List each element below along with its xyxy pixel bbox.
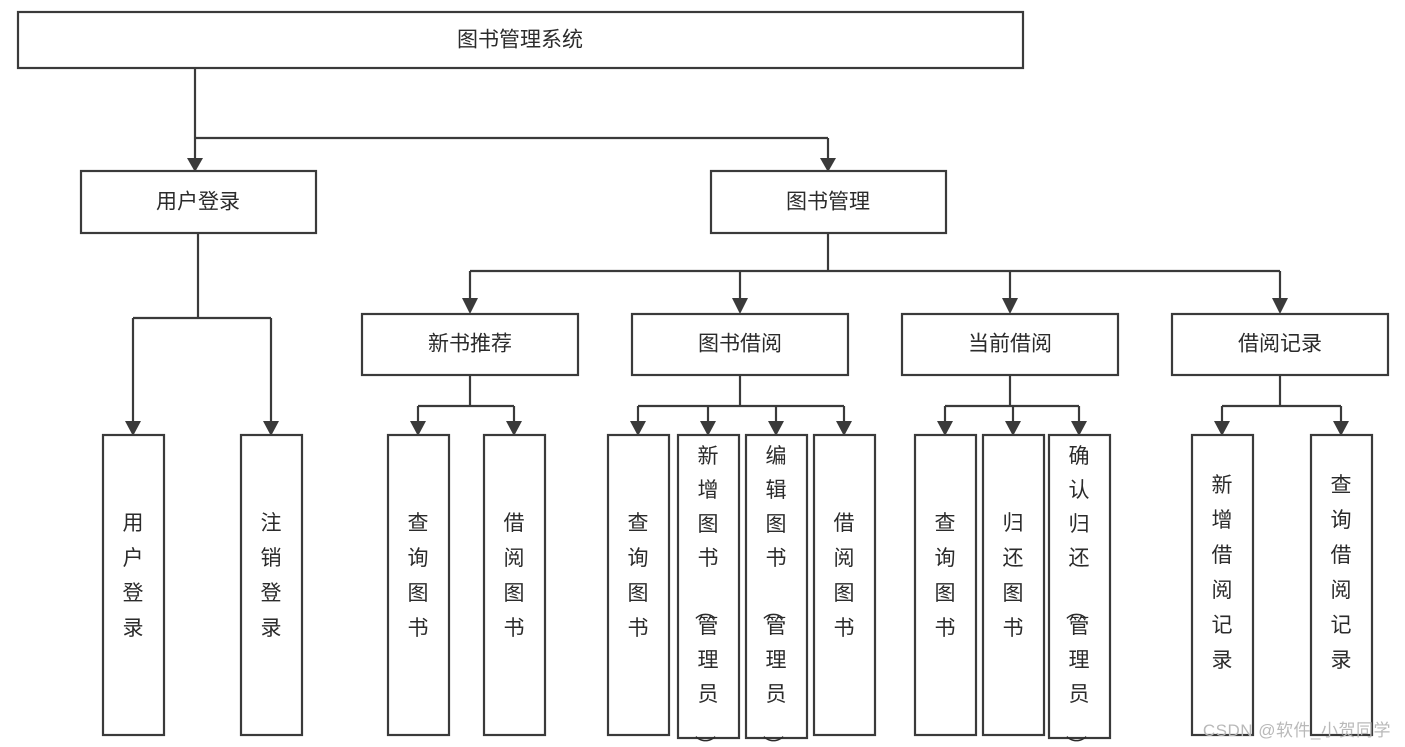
leaf-borrow-record-2[interactable]: 查询借阅记录	[1309, 433, 1374, 737]
leaf-book-borrow-3[interactable]: 编辑图书（管理员）	[744, 433, 809, 747]
leaf-new-book-1[interactable]: 查询图书	[386, 433, 451, 737]
arrow-userlogin-leaf-2	[263, 421, 279, 436]
arrow-to-borrow-record	[1272, 298, 1288, 314]
node-current-borrow-box[interactable]	[900, 312, 1120, 377]
node-book-manage-box[interactable]	[709, 169, 948, 235]
leaf-user-login-2-label: 注销登录	[261, 512, 282, 640]
leaf-current-borrow-2[interactable]: 归还图书	[981, 433, 1046, 737]
arrow-to-current-borrow	[1002, 298, 1018, 314]
node-new-book-recommend-label: 新书推荐	[428, 333, 512, 356]
arrow-to-book-manage	[820, 158, 836, 172]
leaf-new-book-2-box[interactable]	[482, 433, 547, 737]
leaf-borrow-record-2-label: 查询借阅记录	[1331, 474, 1352, 672]
leaf-new-book-1-label: 查询图书	[408, 512, 429, 640]
arrow-to-new-book	[462, 298, 478, 314]
arrow-currentborrow-leaf-1	[937, 421, 953, 436]
csdn-watermark: CSDN @软件_小贺同学	[1202, 721, 1391, 740]
leaf-current-borrow-1[interactable]: 查询图书	[913, 433, 978, 737]
node-borrow-record-label: 借阅记录	[1238, 333, 1322, 356]
arrow-bookborrow-leaf-4	[836, 421, 852, 436]
leaf-user-login-2-box[interactable]	[239, 433, 304, 737]
leaf-book-borrow-2[interactable]: 新增图书（管理员）	[676, 433, 741, 747]
node-book-borrow-box[interactable]	[630, 312, 850, 377]
arrow-bookborrow-leaf-2	[700, 421, 716, 436]
leaf-current-borrow-1-box[interactable]	[913, 433, 978, 737]
leaf-book-borrow-4-box[interactable]	[812, 433, 877, 737]
node-book-manage-label: 图书管理	[786, 191, 870, 214]
leaf-book-borrow-4-label: 借阅图书	[834, 512, 855, 640]
leaf-current-borrow-2-box[interactable]	[981, 433, 1046, 737]
leaf-new-book-2-label: 借阅图书	[504, 512, 525, 640]
connector-layer	[125, 68, 1349, 436]
node-borrow-record-box[interactable]	[1170, 312, 1390, 377]
node-borrow-record[interactable]: 借阅记录	[1170, 312, 1390, 377]
leaf-user-login-1[interactable]: 用户登录	[101, 433, 166, 737]
arrow-newbook-leaf-2	[506, 421, 522, 436]
leaf-borrow-record-1[interactable]: 新增借阅记录	[1190, 433, 1255, 737]
leaf-new-book-2[interactable]: 借阅图书	[482, 433, 547, 737]
leaf-borrow-record-2-box[interactable]	[1309, 433, 1374, 737]
leaf-user-login-1-box[interactable]	[101, 433, 166, 737]
leaf-borrow-record-1-label: 新增借阅记录	[1212, 474, 1233, 672]
arrow-newbook-leaf-1	[410, 421, 426, 436]
leaf-current-borrow-3-label: 确认归还（管理员）	[1064, 445, 1090, 747]
leaf-current-borrow-2-label: 归还图书	[1003, 512, 1024, 640]
leaf-current-borrow-3-box[interactable]	[1047, 433, 1112, 740]
node-current-borrow-label: 当前借阅	[968, 333, 1052, 356]
node-book-borrow[interactable]: 图书借阅	[630, 312, 850, 377]
node-root[interactable]: 图书管理系统	[16, 10, 1025, 70]
leaf-current-borrow-1-label: 查询图书	[935, 512, 956, 640]
node-user-login[interactable]: 用户登录	[79, 169, 318, 235]
leaf-book-borrow-4[interactable]: 借阅图书	[812, 433, 877, 737]
node-user-login-label: 用户登录	[156, 191, 240, 214]
node-current-borrow[interactable]: 当前借阅	[900, 312, 1120, 377]
arrow-to-book-borrow	[732, 298, 748, 314]
arrow-currentborrow-leaf-2	[1005, 421, 1021, 436]
arrow-to-user-login	[187, 158, 203, 172]
arrow-borrowrecord-leaf-2	[1333, 421, 1349, 436]
arrow-bookborrow-leaf-1	[630, 421, 646, 436]
leaf-borrow-record-1-box[interactable]	[1190, 433, 1255, 737]
leaf-book-borrow-3-label: 编辑图书（管理员）	[761, 445, 787, 747]
leaf-book-borrow-2-box[interactable]	[676, 433, 741, 740]
node-root-box[interactable]	[16, 10, 1025, 70]
arrow-borrowrecord-leaf-1	[1214, 421, 1230, 436]
leaf-book-borrow-3-box[interactable]	[744, 433, 809, 740]
leaf-user-login-1-label: 用户登录	[123, 512, 144, 640]
node-new-book-recommend[interactable]: 新书推荐	[360, 312, 580, 377]
node-root-label: 图书管理系统	[457, 29, 583, 52]
arrow-currentborrow-leaf-3	[1071, 421, 1087, 436]
node-book-borrow-label: 图书借阅	[698, 333, 782, 356]
leaf-book-borrow-1[interactable]: 查询图书	[606, 433, 671, 737]
node-user-login-box[interactable]	[79, 169, 318, 235]
node-new-book-recommend-box[interactable]	[360, 312, 580, 377]
node-book-manage[interactable]: 图书管理	[709, 169, 948, 235]
leaf-new-book-1-box[interactable]	[386, 433, 451, 737]
leaf-book-borrow-1-box[interactable]	[606, 433, 671, 737]
leaf-book-borrow-2-label: 新增图书（管理员）	[693, 445, 719, 747]
leaf-user-login-2[interactable]: 注销登录	[239, 433, 304, 737]
arrow-bookborrow-leaf-3	[768, 421, 784, 436]
arrow-userlogin-leaf-1	[125, 421, 141, 436]
leaf-book-borrow-1-label: 查询图书	[628, 512, 649, 640]
leaf-current-borrow-3[interactable]: 确认归还（管理员）	[1047, 433, 1112, 747]
